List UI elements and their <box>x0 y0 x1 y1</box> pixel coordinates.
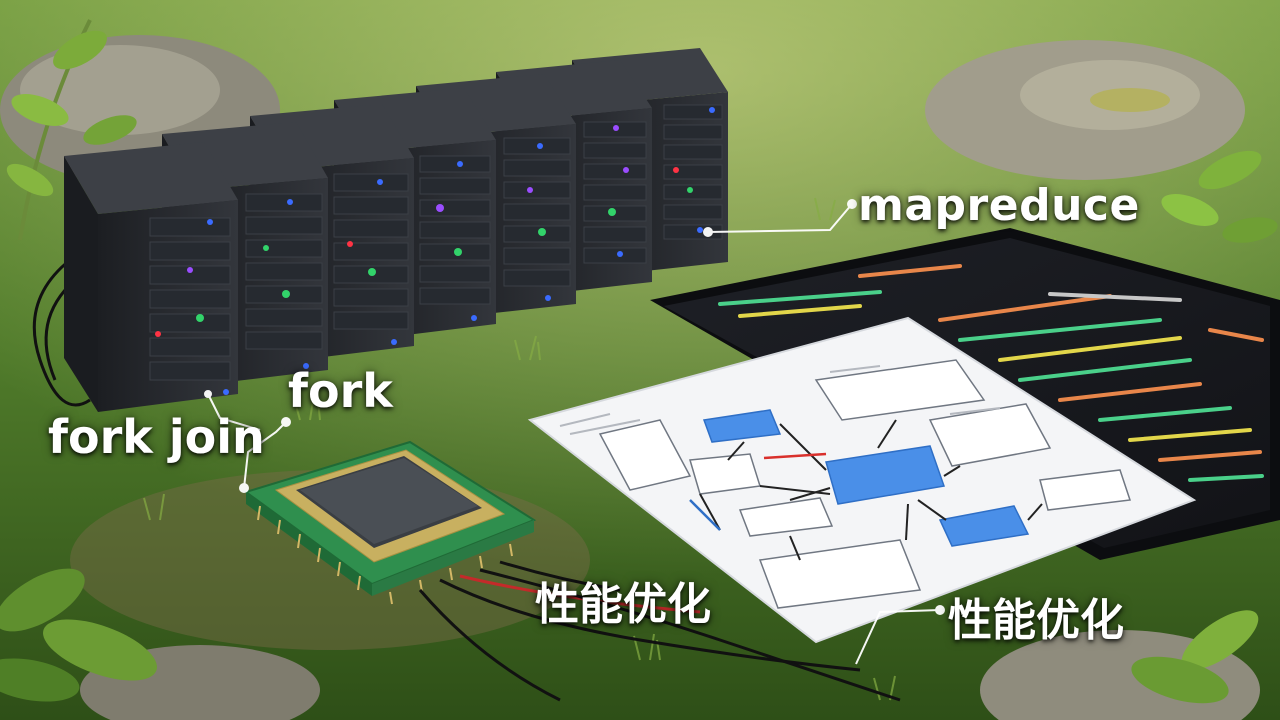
plant-bottom-right <box>1131 610 1259 704</box>
cpu-chip <box>243 440 537 605</box>
label-fork-join: fork join <box>48 410 265 464</box>
label-performance-optimization-1: 性能优化 <box>535 579 711 630</box>
label-fork: fork <box>288 364 393 418</box>
plant-right <box>1161 150 1278 243</box>
plant-left <box>6 19 137 241</box>
rock-top-right <box>925 40 1245 180</box>
server-towers <box>64 48 728 412</box>
plant-bottom-left <box>0 568 157 702</box>
label-mapreduce: mapreduce <box>858 180 1140 231</box>
server-tower-2 <box>64 142 238 412</box>
callout-lines <box>204 199 945 665</box>
label-performance-optimization-2: 性能优化 <box>948 595 1124 646</box>
chip-cables <box>418 560 901 702</box>
architecture-diagram <box>527 316 1197 644</box>
